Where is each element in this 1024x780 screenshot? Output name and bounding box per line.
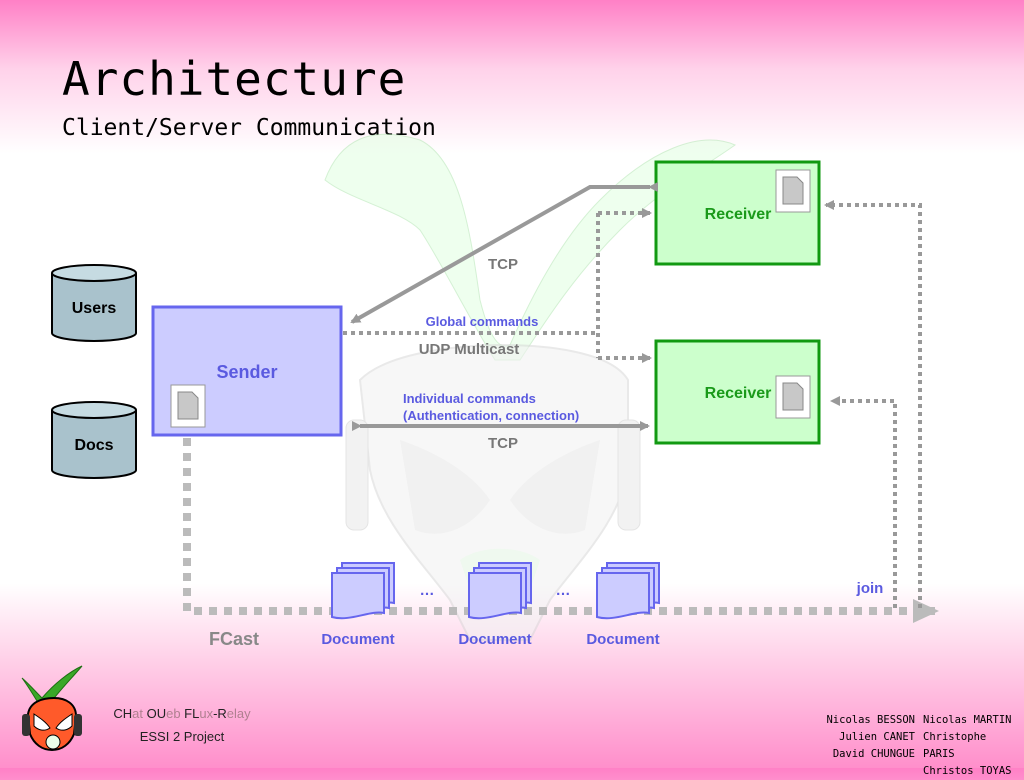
slide-title: Architecture [62, 52, 407, 106]
receiver-box-top: Receiver [654, 160, 821, 266]
document-stack: Document [458, 562, 532, 648]
document-label: Document [321, 631, 394, 648]
global-commands-label: Global commands [426, 314, 539, 329]
project-subtitle: ESSI 2 Project [139, 729, 225, 744]
credit-name: Nicolas MARTIN [923, 714, 1012, 726]
users-label: Users [72, 300, 117, 317]
credit-name: Christos TOYAS [923, 765, 1012, 777]
document-icon [775, 169, 811, 213]
docs-database: Docs [51, 401, 137, 479]
individual-commands-label: Individual commands [403, 391, 536, 406]
receiver-box-bottom: Receiver [654, 339, 821, 445]
document-stack: Document [586, 562, 660, 648]
watermark-head [345, 343, 641, 641]
fcast-arrow: FCast [183, 438, 939, 649]
credit-name: Christophe PARIS [923, 731, 987, 760]
credits-column-1: Nicolas BESSON Julien CANET David CHUNGU… [826, 712, 915, 763]
document-icon [775, 375, 811, 419]
document-label: Document [586, 631, 659, 648]
fcast-label: FCast [209, 629, 259, 649]
individual-commands-detail-label: (Authentication, connection) [403, 408, 579, 423]
tcp-bottom-arrow: Individual commands (Authentication, con… [352, 391, 650, 452]
ellipsis: … [420, 582, 435, 599]
credit-name: Julien CANET [839, 731, 915, 743]
sender-box: Sender [151, 305, 343, 437]
users-database: Users [51, 264, 137, 342]
tcp-top-arrow: TCP [350, 182, 658, 324]
credits-column-2: Nicolas MARTIN Christophe PARIS Christos… [923, 712, 1024, 780]
document-label: Document [458, 631, 531, 648]
tcp-bottom-label: TCP [488, 435, 518, 452]
udp-multicast-arrow: Global commands UDP Multicast [343, 208, 652, 363]
tcp-top-label: TCP [488, 256, 518, 273]
credit-name: Nicolas BESSON [826, 714, 915, 726]
ellipsis: … [556, 582, 571, 599]
document-icon [170, 384, 206, 428]
project-info: CHat OUeb FLux-Relay ESSI 2 Project [92, 706, 272, 744]
join-arrows: join [824, 200, 922, 608]
join-label: join [856, 580, 884, 597]
receiver-label: Receiver [705, 385, 772, 402]
udp-multicast-label: UDP Multicast [419, 341, 520, 358]
receiver-label: Receiver [705, 206, 772, 223]
docs-label: Docs [74, 437, 113, 454]
mascot-logo [21, 665, 83, 752]
sender-label: Sender [216, 362, 277, 382]
credit-name: David CHUNGUE [832, 748, 915, 760]
project-name: CHat OUeb FLux-Relay [113, 706, 251, 721]
document-stack: Document [321, 562, 395, 648]
